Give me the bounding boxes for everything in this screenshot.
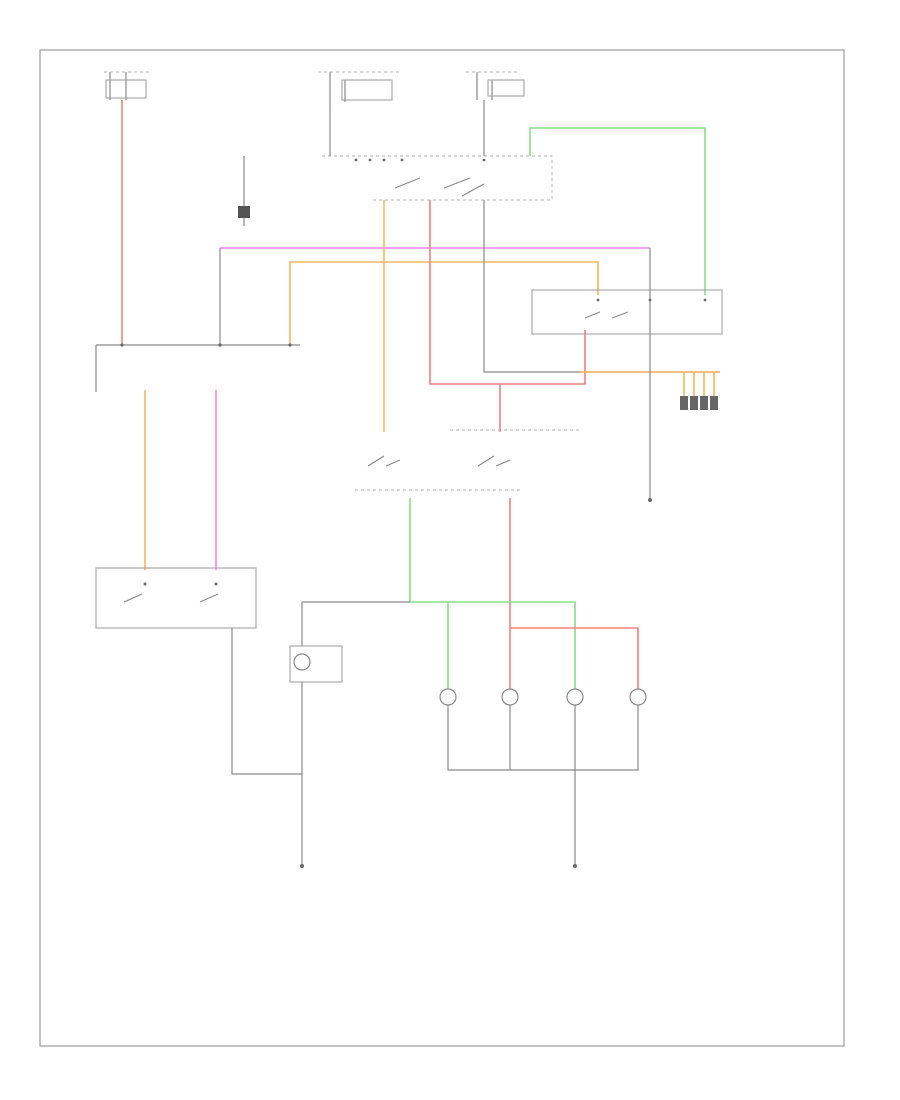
headlamp-switch-module [322,100,553,201]
lamp-1 [439,688,457,706]
lamp-2 [501,688,519,706]
multifunction-module [531,289,723,335]
wire-green-top [529,127,706,295]
fuse-block-right [466,71,525,100]
lamp-4 [629,688,647,706]
wire-red-lamp-bus [510,627,639,690]
fuse-block-center [318,71,400,106]
lamp-row [439,688,647,868]
ground-right [648,498,652,502]
wire-gray-module-drop [483,200,720,373]
wire-orange-upper [289,261,599,345]
relay-switch-pair [355,429,580,491]
connector-cluster [680,372,718,410]
fuse-block-left [104,71,150,100]
lower-left-switch [95,567,257,629]
wire-gray-lower-left [231,628,302,775]
indicator-lamp-left [289,601,410,868]
wire-red-upper-loop [429,200,586,385]
turn-signal-block [95,343,300,392]
wire-green-lamp-bus [410,601,576,690]
lamp-3 [566,688,584,706]
diagram-frame [39,49,845,1047]
ground-symbol [238,156,250,226]
